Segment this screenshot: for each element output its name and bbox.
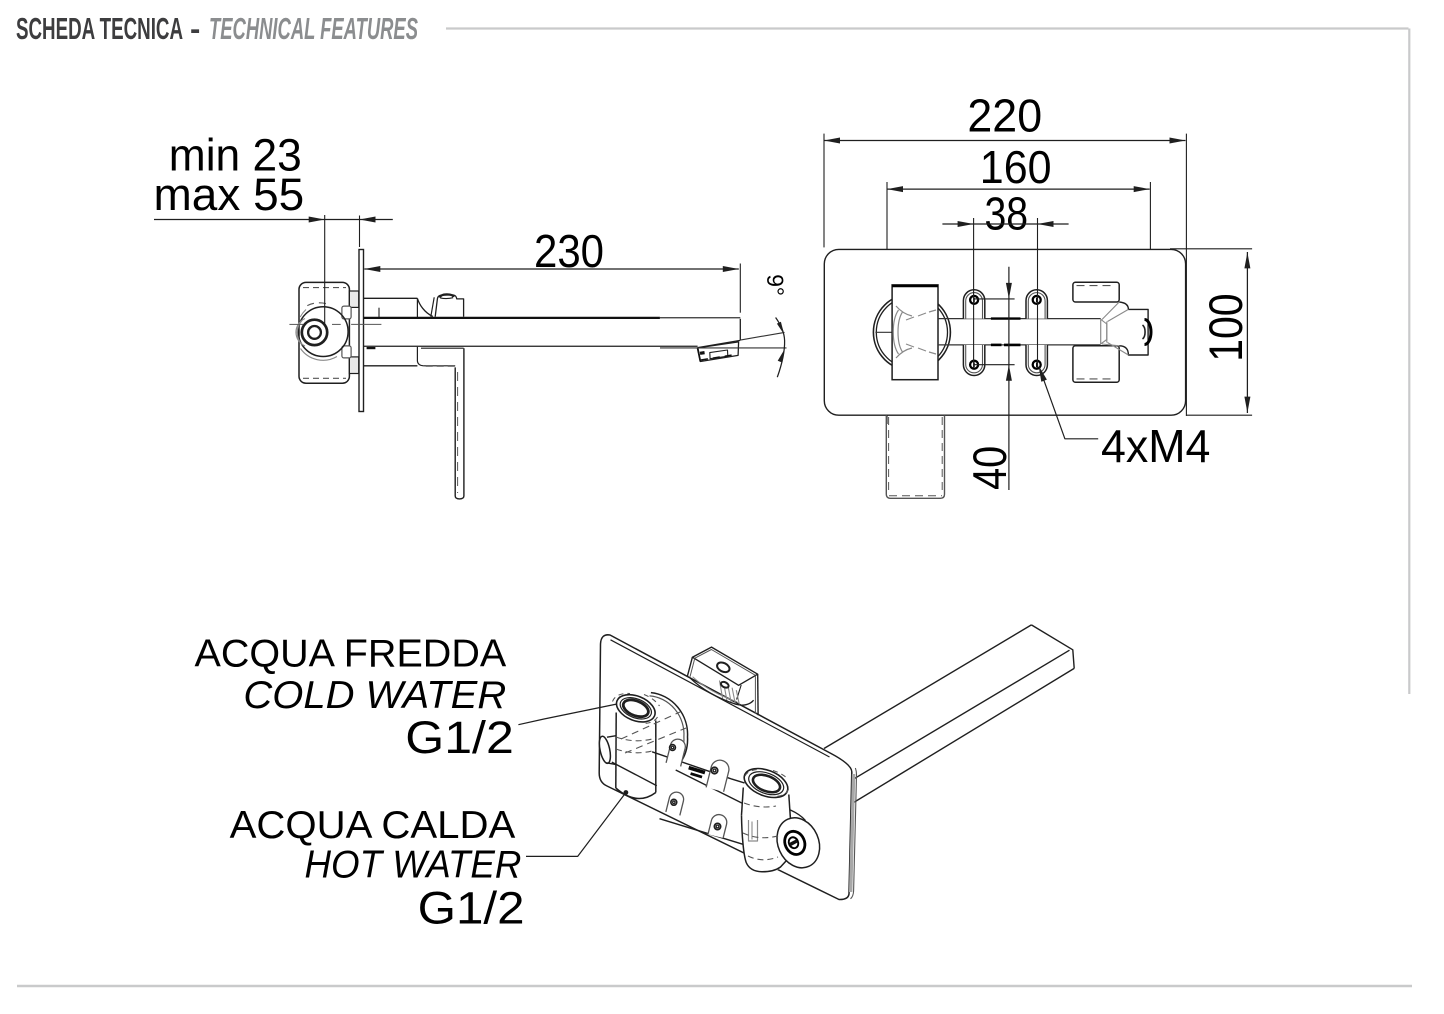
svg-text:TECHNICAL FEATURES: TECHNICAL FEATURES (209, 11, 418, 46)
svg-text:-: - (190, 11, 200, 46)
svg-text:SCHEDA TECNICA: SCHEDA TECNICA (16, 11, 183, 46)
svg-text:min 23: min 23 (169, 130, 302, 181)
svg-text:220: 220 (967, 90, 1042, 142)
svg-text:max 55: max 55 (154, 169, 305, 220)
svg-text:ACQUA CALDA: ACQUA CALDA (230, 804, 516, 847)
svg-text:COLD WATER: COLD WATER (243, 674, 506, 717)
svg-text:160: 160 (980, 141, 1052, 193)
svg-text:4xM4: 4xM4 (1101, 420, 1210, 472)
svg-text:HOT WATER: HOT WATER (305, 844, 522, 887)
svg-text:G1/2: G1/2 (405, 712, 514, 763)
svg-text:40: 40 (963, 446, 1016, 490)
svg-text:100: 100 (1199, 293, 1252, 361)
svg-text:38: 38 (985, 188, 1029, 240)
svg-text:G1/2: G1/2 (418, 883, 525, 934)
svg-text:230: 230 (534, 225, 604, 277)
svg-text:9°: 9° (762, 274, 789, 297)
svg-text:ACQUA FREDDA: ACQUA FREDDA (195, 633, 507, 676)
